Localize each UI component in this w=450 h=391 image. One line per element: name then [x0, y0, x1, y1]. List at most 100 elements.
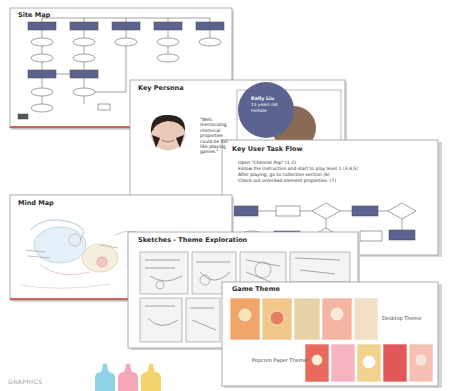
persona-photo-part	[176, 135, 184, 148]
theme-thumbnails-part	[331, 308, 343, 320]
site-map-chart-part	[196, 22, 224, 30]
theme-thumbnails-part	[331, 344, 355, 382]
site-map-chart-part	[56, 74, 70, 75]
site-map-chart-part	[42, 96, 43, 104]
slide-title: Game Theme	[232, 286, 382, 294]
persona-circle: Kelly Liu15 years oldFemale	[238, 82, 294, 138]
sketch-thumbnails-part	[255, 262, 271, 278]
slide-text: Check out unlocked element properties. (…	[238, 178, 434, 183]
sketch-thumbnails-part	[290, 252, 350, 282]
site-map-chart-part	[73, 88, 95, 96]
slide-text: Female	[251, 108, 289, 113]
site-map-chart-part	[84, 62, 85, 70]
mind-map-sketch-part	[25, 245, 118, 258]
site-map-chart-part	[126, 30, 127, 38]
task-flow-chart-part	[352, 206, 378, 216]
mind-map-sketch-part	[30, 220, 83, 240]
sketch-thumbnails-part	[140, 298, 182, 342]
bottle-icons-part	[149, 364, 154, 369]
sketch-thumbnails-part	[186, 298, 220, 342]
site-map-chart-part	[210, 30, 211, 38]
site-map-chart-part	[98, 104, 110, 110]
slide-text: "Well, memorizing chemical properties co…	[200, 117, 236, 155]
site-map-chart-part	[168, 18, 169, 22]
slide-frame	[222, 282, 442, 388]
theme-thumbnails-part	[416, 355, 426, 365]
site-map-chart-part	[70, 70, 98, 78]
theme-thumbnails-part	[294, 298, 320, 340]
task-flow-chart-part	[258, 211, 276, 212]
slide-card: Mind Map	[10, 195, 232, 300]
theme-thumbnails-part	[312, 355, 322, 365]
slide-title: Mind Map	[18, 200, 168, 208]
bottle-icons-part	[118, 366, 138, 391]
site-map-chart-part	[84, 96, 85, 104]
task-flow-chart-part	[276, 206, 300, 216]
task-flow-chart-part	[378, 211, 388, 212]
theme-thumbnails-part	[305, 344, 329, 382]
slide-frame-part	[222, 282, 438, 386]
slide-text: 15 years old	[251, 102, 289, 107]
task-flow-chart-part	[389, 230, 415, 240]
slide-card: Game ThemeDesktop ThemePopcorn Paper The…	[222, 282, 438, 386]
slide-text: Desktop Theme	[382, 315, 434, 321]
task-flow-chart-part	[312, 203, 340, 219]
theme-thumbnails-part	[357, 344, 381, 382]
site-map-chart-part	[28, 22, 56, 30]
site-map-chart-part	[126, 46, 127, 92]
mind-map-sketch-part	[40, 265, 90, 275]
theme-thumbnails-part	[354, 298, 378, 340]
site-map-chart-part	[126, 18, 127, 22]
slide-card: Key User Task FlowOpen "Chemist Pop" (1-…	[222, 140, 438, 255]
site-map-chart-part	[84, 46, 85, 54]
theme-thumbnails-part	[383, 344, 407, 382]
slide-title: Sketches - Theme Exploration	[138, 237, 348, 245]
site-map-chart-part	[31, 54, 53, 62]
site-map-chart-part	[31, 88, 53, 96]
task-flow-chart-part	[232, 206, 258, 216]
site-map-chart-part	[115, 38, 137, 46]
bottle-icons-part	[126, 364, 131, 369]
site-map-chart-part	[73, 38, 95, 46]
mind-map-sketch-part	[20, 284, 110, 288]
site-map-chart-part	[154, 22, 182, 30]
bottle-icons	[95, 364, 161, 391]
persona-photo-part	[162, 140, 174, 142]
theme-thumbnails-part	[322, 298, 352, 340]
mind-map-sketch-part	[97, 257, 107, 267]
mind-map-sketch-part	[34, 227, 86, 263]
slide-title: Site Map	[18, 12, 168, 20]
site-map-chart-part	[28, 70, 56, 78]
site-map-chart-part	[70, 22, 98, 30]
slide-title: Key User Task Flow	[232, 146, 422, 154]
bottle-icons-part	[103, 364, 108, 369]
task-flow-chart-part	[340, 211, 352, 212]
site-map-chart-part	[168, 46, 169, 54]
slide-card: Site Map	[10, 8, 232, 128]
site-map-chart-part	[95, 92, 126, 93]
theme-thumbnails-part	[230, 298, 260, 340]
theme-thumbnails-part	[270, 311, 284, 325]
slide-text: Open "Chemist Pop" (1-2)	[238, 160, 434, 165]
sketch-thumbnails-part	[156, 281, 164, 289]
site-map-chart-part	[31, 104, 53, 112]
site-map-chart-part	[31, 38, 53, 46]
persona-photo-part	[151, 115, 185, 133]
mind-map-sketch-part	[82, 244, 118, 272]
persona-photo	[151, 115, 185, 150]
site-map-chart-part	[157, 38, 179, 46]
slide-text: Follow the instruction and start to play…	[238, 166, 434, 171]
site-map-chart-part	[157, 54, 179, 62]
mind-map-sketch-part	[69, 234, 81, 246]
task-flow-chart-part	[360, 231, 382, 241]
theme-thumbnails-part	[262, 298, 292, 340]
slide-title: Key Persona	[138, 85, 238, 93]
sketch-thumbnails-part	[140, 252, 188, 294]
site-map-chart-part	[84, 30, 85, 38]
site-map-chart-part	[42, 78, 43, 88]
theme-thumbnails	[230, 298, 433, 382]
slide-text: Kelly Liu	[251, 96, 289, 102]
theme-thumbnails-part	[239, 309, 251, 321]
persona-photo-part	[152, 135, 160, 148]
